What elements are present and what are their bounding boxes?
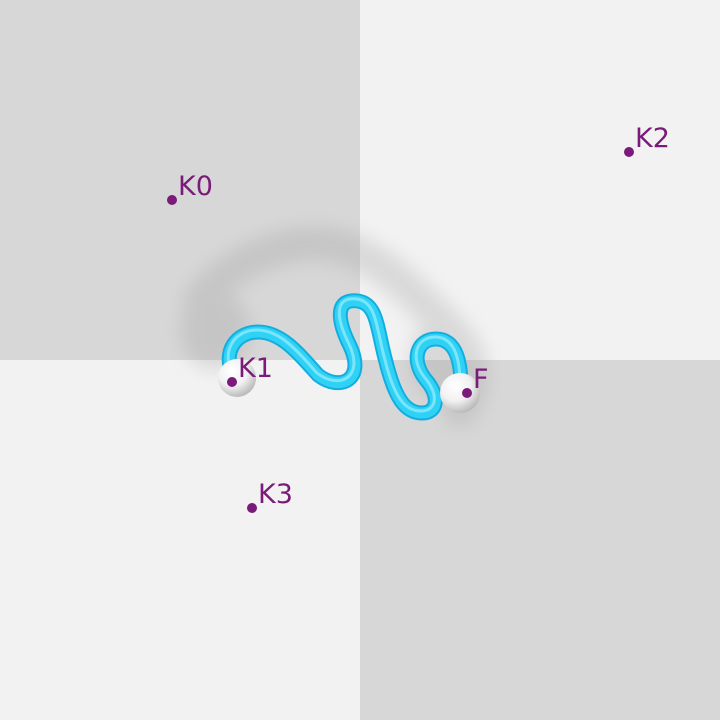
point-k2: K2 [624, 123, 670, 157]
point-k0-label: K0 [178, 171, 213, 202]
point-f-dot [462, 388, 472, 398]
point-k2-label: K2 [635, 123, 670, 154]
sphere-start [218, 359, 256, 397]
point-k0-dot [167, 195, 177, 205]
checker-tile-top-left [0, 0, 360, 360]
checker-tile-bottom-left [0, 360, 360, 720]
point-k3: K3 [247, 479, 293, 513]
path-tube-highlight [226, 297, 462, 413]
point-k0: K0 [167, 171, 213, 205]
point-k1-label: K1 [238, 353, 273, 384]
point-k3-label: K3 [258, 479, 293, 510]
point-f-label: F [473, 364, 489, 395]
point-k3-dot [247, 503, 257, 513]
point-k1-dot [227, 377, 237, 387]
point-k1: K1 [227, 353, 273, 387]
point-k2-dot [624, 147, 634, 157]
sphere-end [440, 373, 480, 413]
point-f: F [462, 364, 489, 398]
path-tube [221, 293, 469, 421]
